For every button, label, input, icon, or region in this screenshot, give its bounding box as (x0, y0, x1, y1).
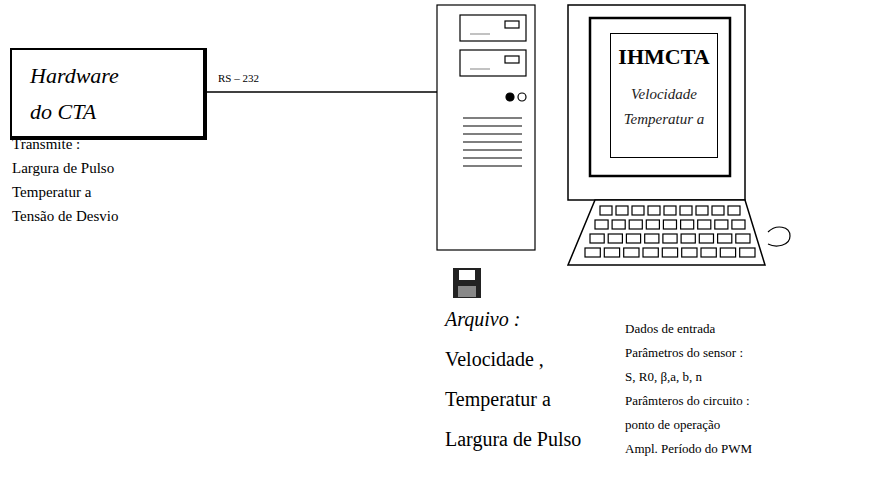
key (643, 248, 658, 257)
note-text: Tensão de Desvio (12, 208, 118, 225)
note-text: Largura de Pulso (12, 160, 114, 177)
key (612, 220, 625, 229)
key (720, 248, 735, 257)
hardware-box: Hardware do CTA (10, 48, 207, 140)
key (648, 206, 660, 215)
key (699, 234, 713, 243)
serial-cable (207, 91, 437, 93)
key (662, 248, 677, 257)
input-heading: Dados de entrada (625, 322, 715, 337)
key (681, 220, 694, 229)
file-field: Temperatur a (445, 388, 551, 411)
key (646, 220, 659, 229)
key (663, 234, 677, 243)
key (595, 220, 608, 229)
keyboard (568, 200, 765, 265)
input-item: Parâmetros do sensor : (625, 346, 743, 361)
input-item: Parâmteros do circuito : (625, 394, 750, 409)
screen-window: IHMCTA VelocidadeTemperatur a (610, 33, 718, 158)
key (629, 220, 642, 229)
key (682, 248, 697, 257)
file-field: Largura de Pulso (445, 428, 581, 451)
tower-case (437, 5, 535, 250)
node-title: Hardware do CTA (30, 58, 140, 130)
file-field: Velocidade , (445, 348, 544, 371)
key (698, 220, 711, 229)
node-text: Velocidade (613, 86, 715, 103)
key (663, 220, 676, 229)
key (600, 206, 612, 215)
node-text: Temperatur a (613, 111, 715, 128)
key (632, 206, 644, 215)
key (712, 206, 724, 215)
key (664, 206, 676, 215)
node-title: IHMCTA (613, 44, 715, 70)
key (608, 234, 622, 243)
key (696, 206, 708, 215)
key (718, 234, 732, 243)
mouse (768, 227, 790, 246)
key (701, 248, 716, 257)
file-label: Arquivo : (445, 308, 520, 331)
input-item: Ampl. Período do PWM (625, 442, 752, 457)
input-item: ponto de operação (625, 418, 720, 433)
key (626, 234, 640, 243)
key (680, 206, 692, 215)
note-text: Temperatur a (12, 184, 91, 201)
key (715, 220, 728, 229)
key (740, 248, 755, 257)
port-label: RS – 232 (218, 72, 259, 85)
floppy-icon (453, 268, 481, 298)
input-item: S, R0, β,a, b, n (625, 370, 702, 385)
key (590, 234, 604, 243)
monitor (568, 5, 745, 200)
key (681, 234, 695, 243)
key (645, 234, 659, 243)
key (604, 248, 619, 257)
key (728, 206, 740, 215)
key (732, 220, 745, 229)
key (585, 248, 600, 257)
note-text: Transmite : (12, 136, 80, 153)
key (616, 206, 628, 215)
key (736, 234, 750, 243)
key (624, 248, 639, 257)
